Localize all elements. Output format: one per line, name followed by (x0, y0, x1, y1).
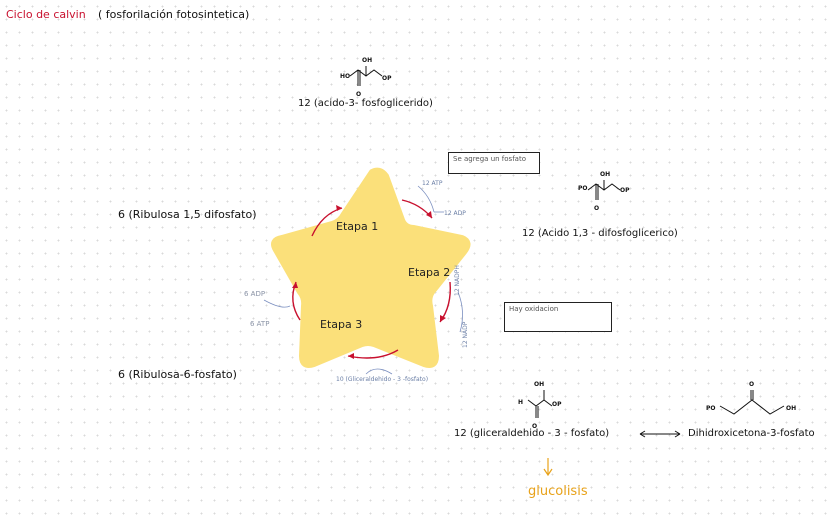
stage-2-label: Etapa 2 (408, 266, 451, 279)
mol2-oh: OH (600, 171, 610, 178)
cofactor-6-atp: 6 ATP (250, 320, 270, 328)
mol1-o: O (356, 91, 361, 98)
mol4-o: O (749, 381, 754, 388)
mol3-o: O (532, 423, 537, 430)
molecule-dihidroxicetona (719, 390, 785, 415)
compound-gliceraldehido: 12 (gliceraldehido - 3 - fosfato) (454, 428, 610, 439)
mol1-op: OP (382, 75, 392, 82)
cycle-arrowheads (292, 205, 446, 359)
star-shape (271, 167, 471, 368)
cofactor-12-atp: 12 ATP (422, 180, 443, 187)
mol1-oh: OH (362, 57, 372, 64)
title-main: Ciclo de calvin (6, 8, 86, 21)
cofactor-12-nadph: 12 NADPH (454, 265, 461, 296)
molecule-gliceraldehido (527, 390, 553, 418)
cofactor-12-nadp: 12 NADP (462, 321, 469, 348)
arrow-to-glucolisis (543, 458, 553, 477)
mol1-ho: HO (340, 73, 350, 80)
cofactor-6-adp: 6 ADP (244, 290, 266, 298)
compound-ribulosa-fosfato: 6 (Ribulosa-6-fosfato) (118, 368, 237, 381)
stage-3-label: Etapa 3 (320, 318, 363, 331)
molecule-difosfoglicerico (587, 180, 621, 200)
mol2-po: PO (578, 185, 588, 192)
mol3-oh: OH (534, 381, 544, 388)
compound-ribulosa-difosfato: 6 (Ribulosa 1,5 difosfato) (118, 208, 257, 221)
cofactor-10-gliceraldehido: 10 (Gliceraldehido - 3 -fosfato) (336, 376, 429, 383)
compound-acido-difosfoglicerico: 12 (Acido 1,3 - difosfoglicerico) (522, 228, 678, 239)
stage-1-label: Etapa 1 (336, 220, 379, 233)
compound-dihidroxicetona: Dihidroxicetona-3-fosfato (688, 428, 815, 439)
mol3-op: OP (552, 401, 562, 408)
note-fosfato: Se agrega un fosfato (448, 152, 540, 174)
title-subtitle: ( fosforilación fotosintetica) (98, 8, 250, 21)
molecule-acido-3-fosfoglicerido (349, 66, 383, 86)
mol3-h: H (518, 399, 523, 406)
cofactor-arrows (263, 185, 463, 375)
mol4-po: PO (706, 405, 716, 412)
cofactor-12-adp: 12 ADP (444, 210, 466, 217)
mol2-o: O (594, 205, 599, 212)
compound-acido-3-fosfoglicerido: 12 (acido-3- fosfoglicerido) (298, 98, 433, 109)
equilibrium-arrow (639, 430, 681, 438)
note-oxidacion: Hay oxidacion (504, 302, 612, 332)
mol2-op: OP (620, 187, 630, 194)
mol4-oh: OH (786, 405, 796, 412)
output-glucolisis: glucolisis (528, 484, 588, 499)
